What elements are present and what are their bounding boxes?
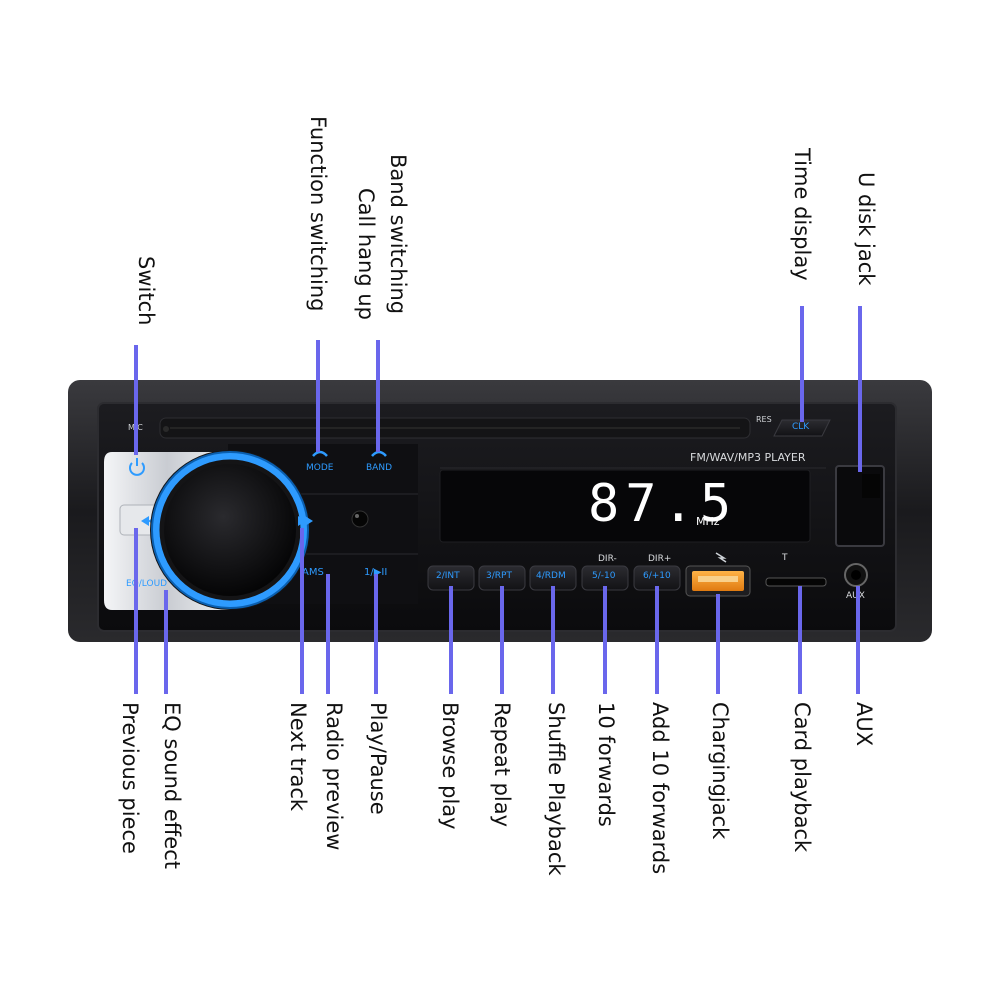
callout-u-disk-jack: U disk jack [854, 172, 878, 286]
callout-band-switching: Band switching [386, 154, 410, 315]
callout-card-playback: Card playback [790, 702, 814, 853]
callout-line-eq [164, 590, 168, 694]
callout-repeat-play: Repeat play [490, 702, 514, 828]
next-icon [298, 516, 313, 526]
lcd-display [439, 469, 811, 543]
t-label: T [782, 553, 788, 563]
frequency-unit: MHz [696, 515, 720, 528]
mode-button[interactable]: MODE [306, 463, 334, 473]
callout-line-charging [716, 594, 720, 694]
eq-loud-button[interactable]: EQ/LOUD [126, 579, 168, 589]
play-pause-button[interactable]: 1/▶II [364, 567, 388, 578]
button-4-rdm[interactable]: 4/RDM [536, 571, 566, 581]
callout-line-radio [326, 574, 330, 694]
callout-time-display: Time display [790, 148, 814, 281]
callout-play-pause: Play/Pause [366, 702, 390, 815]
callout-line-switch [134, 345, 138, 455]
callout-line-time [800, 306, 804, 422]
clk-button [773, 419, 831, 437]
callout-line-aux [856, 586, 860, 694]
number-buttons [427, 565, 681, 591]
callout-browse-play: Browse play [438, 702, 462, 830]
callout-charging-jack: Chargingjack [708, 702, 732, 840]
button-6-plus-10[interactable]: 6/+10 [643, 571, 671, 581]
callout-shuffle-playback: Shuffle Playback [544, 702, 568, 876]
band-button[interactable]: BAND [366, 463, 392, 473]
volume-knob [164, 464, 296, 596]
callout-line-udisk [858, 306, 862, 472]
callout-call-hang-up: Call hang up [354, 188, 378, 321]
ir-sensor [351, 510, 369, 528]
power-icon [129, 458, 145, 476]
callout-line-browse [449, 586, 453, 694]
band-icon [371, 450, 387, 457]
button-3-rpt[interactable]: 3/RPT [486, 571, 512, 581]
callout-line-shuffle [551, 586, 555, 694]
mode-icon [312, 450, 328, 457]
callout-aux: AUX [852, 702, 876, 747]
callout-add-10-forwards: Add 10 forwards [648, 702, 672, 875]
charge-icon [715, 552, 727, 563]
dir-minus-label: DIR- [598, 554, 617, 564]
callout-line-band [376, 340, 380, 452]
res-label: RES [756, 415, 772, 424]
callout-10-forwards: 10 forwards [594, 702, 618, 827]
callout-line-function [316, 340, 320, 452]
button-5-minus-10[interactable]: 5/-10 [592, 571, 616, 581]
callout-line-repeat [500, 586, 504, 694]
callout-function-switching: Function switching [306, 116, 330, 312]
callout-eq-sound-effect: EQ sound effect [160, 702, 184, 869]
button-2-int[interactable]: 2/INT [436, 571, 460, 581]
clk-label[interactable]: CLK [792, 422, 810, 432]
frequency-display: 87.5 [588, 474, 738, 534]
model-text: FM/WAV/MP3 PLAYER [690, 451, 806, 464]
callout-next-track: Next track [286, 702, 310, 812]
callout-line-previous [134, 528, 138, 694]
callout-switch: Switch [134, 256, 158, 326]
callout-line-card [798, 586, 802, 694]
callout-line-next [300, 528, 304, 694]
aux-label: AUX [846, 592, 865, 601]
callout-line-10fwd [603, 586, 607, 694]
callout-line-add10 [655, 586, 659, 694]
callout-previous-piece: Previous piece [118, 702, 142, 854]
dir-plus-label: DIR+ [648, 554, 672, 564]
ams-button[interactable]: AMS [302, 567, 324, 578]
callout-radio-preview: Radio preview [322, 702, 346, 851]
callout-line-play [374, 574, 378, 694]
card-slot [765, 577, 827, 587]
